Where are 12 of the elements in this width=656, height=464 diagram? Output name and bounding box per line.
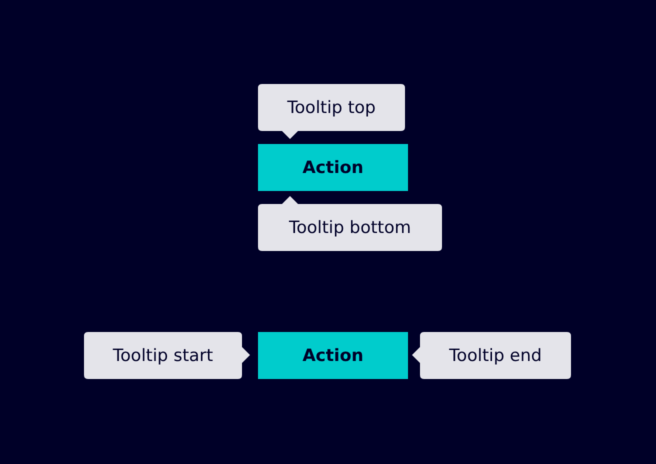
tooltip: [258, 196, 442, 251]
tooltip-text: Tooltip end: [449, 346, 542, 366]
tooltip: [258, 84, 405, 139]
tooltip-text: Tooltip top: [287, 98, 376, 118]
tooltip-text: Tooltip bottom: [288, 218, 412, 238]
tooltip: [412, 332, 571, 379]
action-button: [258, 332, 408, 379]
button-label: Action: [302, 158, 364, 178]
action-button: [258, 144, 408, 191]
tooltip-text: Tooltip start: [112, 346, 214, 366]
button-label: Action: [302, 346, 364, 366]
tooltip: [84, 332, 250, 379]
